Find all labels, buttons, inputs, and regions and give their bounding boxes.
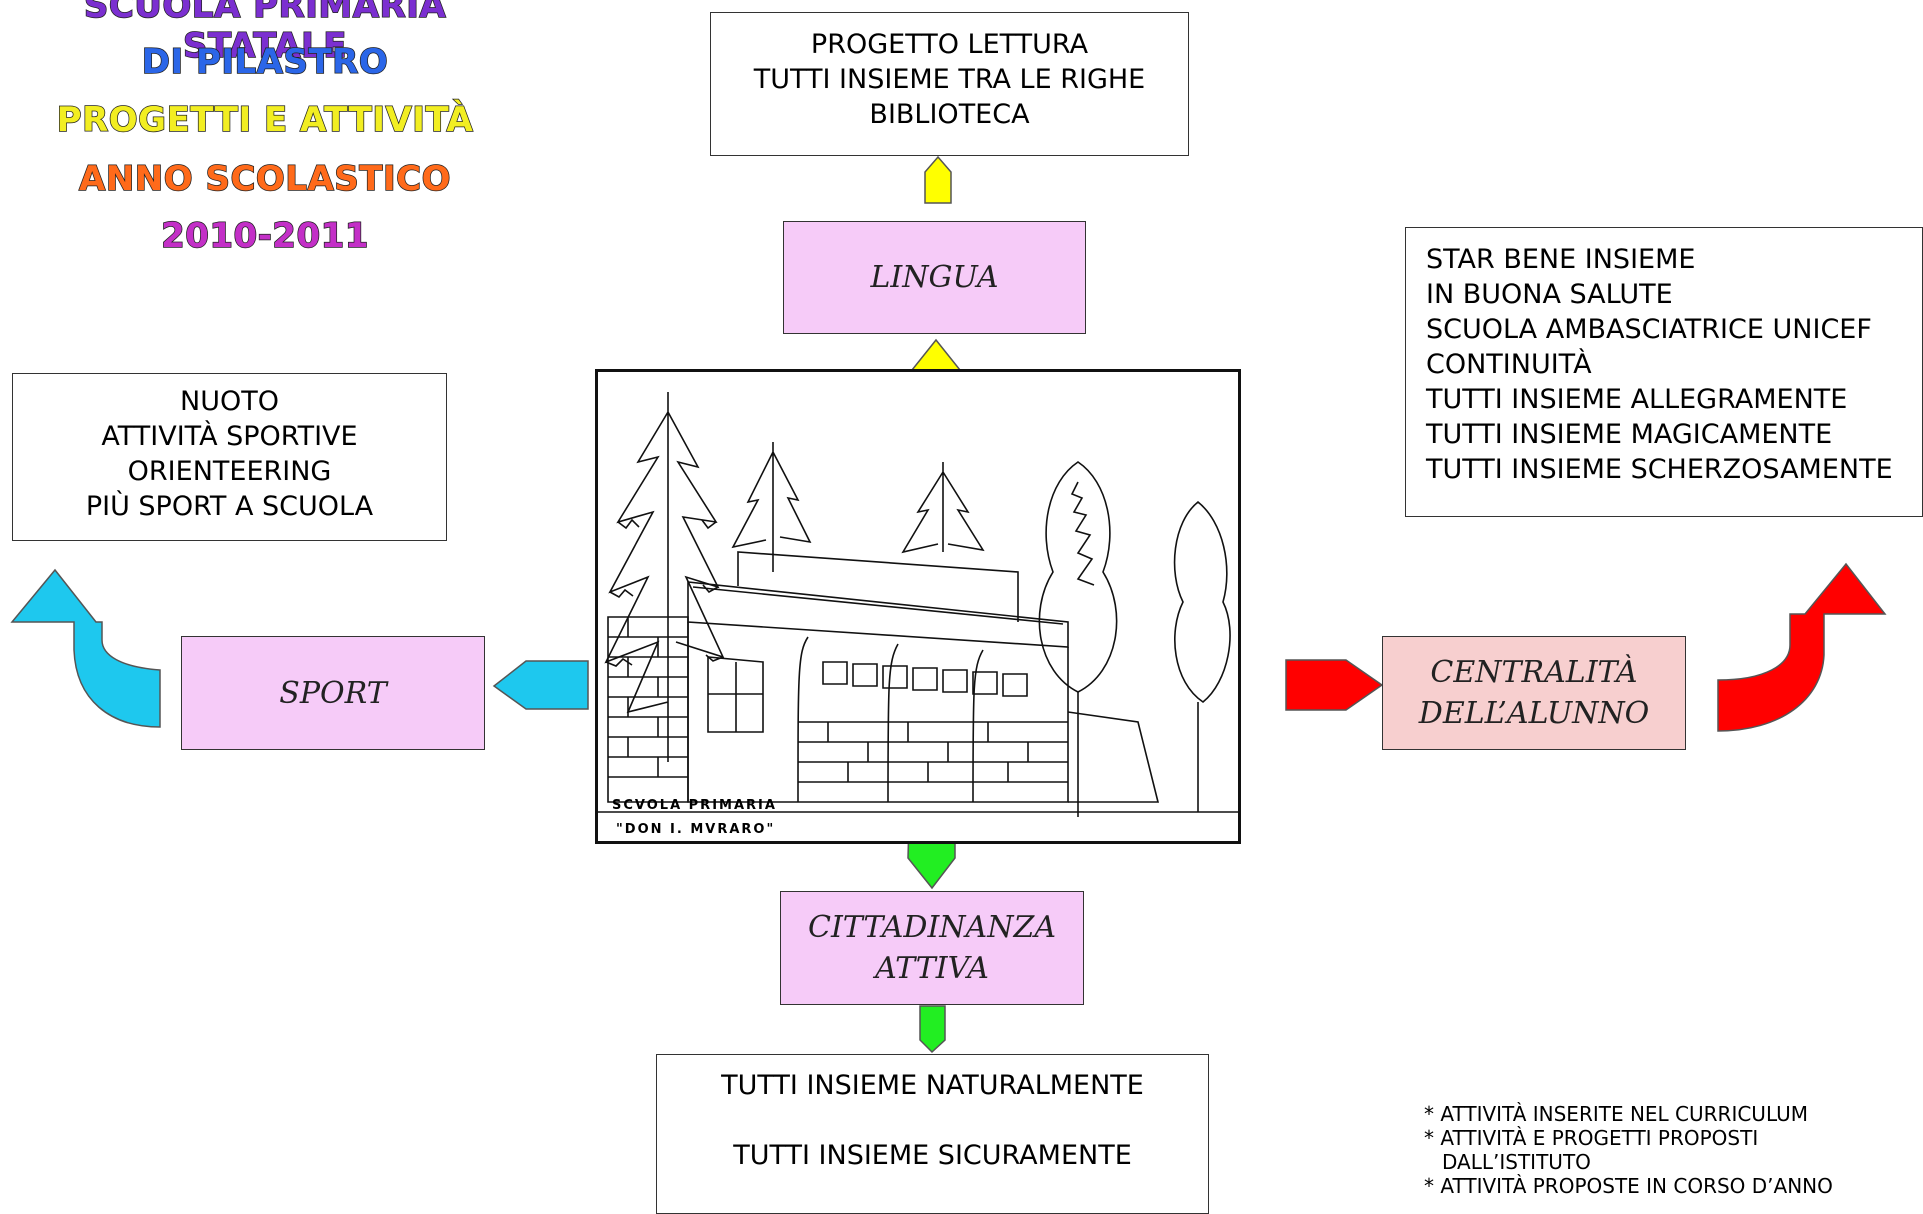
category-sport-label: SPORT: [279, 675, 387, 711]
sport-projects-box: NUOTO ATTIVITÀ SPORTIVE ORIENTEERING PIÙ…: [12, 373, 447, 541]
title-year-range: 2010-2011: [160, 215, 369, 257]
sport-project-2: ATTIVITÀ SPORTIVE: [101, 421, 358, 452]
legend-note-2: * ATTIVITÀ E PROGETTI PROPOSTI DALL’ISTI…: [1424, 1126, 1759, 1174]
centralita-project-3: SCUOLA AMBASCIATRICE UNICEF: [1426, 314, 1872, 345]
category-lingua-label: LINGUA: [870, 260, 999, 295]
lingua-project-1: PROGETTO LETTURA: [810, 29, 1089, 60]
legend-note-1: * ATTIVITÀ INSERITE NEL CURRICULUM: [1424, 1102, 1808, 1126]
category-cittadinanza: CITTADINANZA ATTIVA: [780, 891, 1084, 1005]
arrow-down-small-icon: [919, 1005, 946, 1054]
category-sport: SPORT: [181, 636, 485, 750]
title-projects: PROGETTI E ATTIVITÀ: [56, 99, 474, 141]
sport-project-3: ORIENTEERING: [127, 456, 332, 487]
category-cittadinanza-line1: CITTADINANZA: [808, 910, 1056, 945]
cittadinanza-projects-box: TUTTI INSIEME NATURALMENTE TUTTI INSIEME…: [656, 1054, 1209, 1214]
drawing-caption-line1: SCVOLA PRIMARIA: [612, 798, 777, 813]
title-location: DI PILASTRO: [141, 41, 389, 83]
centralita-project-7: TUTTI INSIEME SCHERZOSAMENTE: [1426, 454, 1893, 485]
cittadinanza-project-1: TUTTI INSIEME NATURALMENTE: [721, 1070, 1144, 1101]
centralita-project-1: STAR BENE INSIEME: [1426, 244, 1696, 275]
category-cittadinanza-line2: ATTIVA: [875, 951, 989, 986]
legend-notes: * ATTIVITÀ INSERITE NEL CURRICULUM * ATT…: [1424, 1102, 1904, 1198]
cittadinanza-project-2: TUTTI INSIEME SICURAMENTE: [733, 1140, 1132, 1171]
school-drawing: SCVOLA PRIMARIA "DON I. MVRARO": [595, 369, 1241, 844]
legend-note-3: * ATTIVITÀ PROPOSTE IN CORSO D’ANNO: [1424, 1174, 1833, 1198]
lingua-projects-box: PROGETTO LETTURA TUTTI INSIEME TRA LE RI…: [710, 12, 1189, 156]
category-lingua: LINGUA: [783, 221, 1086, 334]
centralita-project-6: TUTTI INSIEME MAGICAMENTE: [1426, 419, 1833, 450]
centralita-project-5: TUTTI INSIEME ALLEGRAMENTE: [1426, 384, 1848, 415]
arrow-left-icon: [492, 660, 589, 710]
lingua-project-2: TUTTI INSIEME TRA LE RIGHE: [753, 64, 1146, 95]
curved-arrow-cyan-icon: [10, 568, 161, 728]
category-centralita: CENTRALITÀ DELL’ALUNNO: [1382, 636, 1686, 750]
centralita-projects-box: STAR BENE INSIEME IN BUONA SALUTE SCUOLA…: [1405, 227, 1923, 517]
centralita-project-4: CONTINUITÀ: [1426, 349, 1592, 380]
sport-project-4: PIÙ SPORT A SCUOLA: [85, 491, 374, 522]
category-centralita-line1: CENTRALITÀ: [1430, 655, 1638, 690]
title-school: SCUOLA PRIMARIA STATALE: [83, 0, 447, 67]
arrow-right-icon: [1285, 659, 1384, 711]
lingua-project-3: BIBLIOTECA: [869, 99, 1030, 130]
category-centralita-line2: DELL’ALUNNO: [1418, 696, 1650, 731]
curved-arrow-red-icon: [1717, 562, 1887, 732]
centralita-project-2: IN BUONA SALUTE: [1426, 279, 1673, 310]
arrow-up-small-icon: [924, 155, 952, 204]
title-school-year: ANNO SCOLASTICO: [78, 158, 451, 200]
sport-project-1: NUOTO: [180, 386, 279, 417]
school-illustration: SCVOLA PRIMARIA "DON I. MVRARO": [598, 392, 1238, 837]
drawing-caption-line2: "DON I. MVRARO": [616, 822, 775, 837]
